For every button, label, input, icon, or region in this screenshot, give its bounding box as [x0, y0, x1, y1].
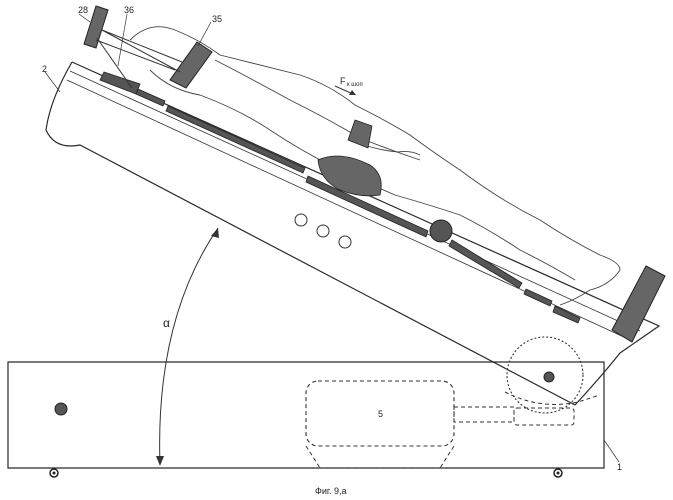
tilting-table: [46, 62, 659, 405]
angle-indicator: [156, 228, 219, 466]
label-force-sub: к шоп: [347, 82, 363, 88]
patient-figure: [130, 27, 620, 305]
label-2: 2: [42, 64, 47, 74]
label-28: 28: [78, 5, 88, 15]
label-5: 5: [378, 409, 383, 419]
thigh-band: [348, 120, 372, 148]
base-pivot-dot: [55, 403, 67, 415]
label-alpha: α: [163, 316, 170, 330]
motor-unit: [306, 381, 574, 468]
table-hole-2: [317, 225, 329, 237]
table-hole-3: [339, 236, 351, 248]
table-hole-1: [295, 214, 307, 226]
rail-segments: [100, 72, 580, 323]
table-pivot-dot: [544, 372, 554, 382]
label-35: 35: [212, 14, 222, 24]
figure-caption: Фиг. 9,а: [315, 486, 347, 496]
label-force: F: [340, 76, 346, 86]
label-36: 36: [124, 5, 134, 15]
knee-roller: [430, 220, 452, 242]
label-1: 1: [617, 462, 622, 472]
